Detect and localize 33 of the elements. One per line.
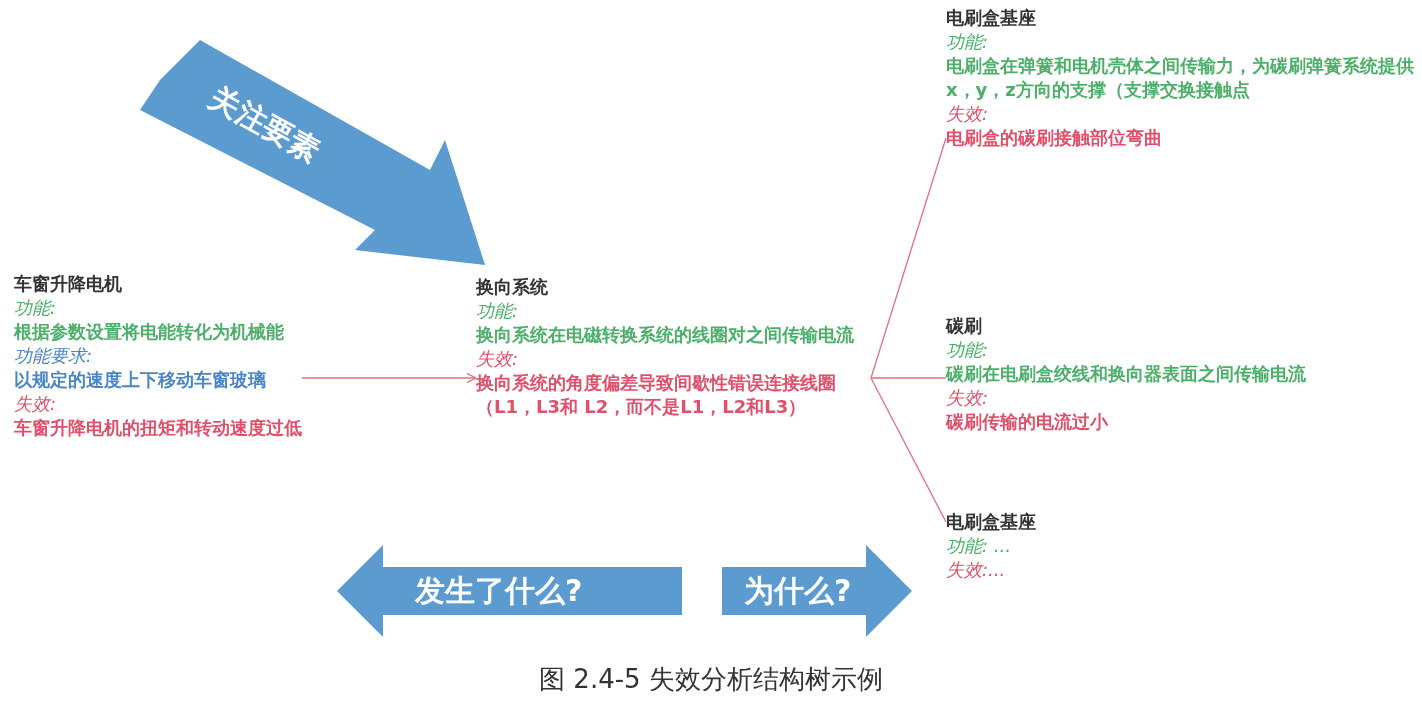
- description-text: 根据参数设置将电能转化为机械能: [14, 320, 285, 344]
- arrow-label: 关注要素: [203, 78, 327, 171]
- section-label: 功能:: [946, 338, 990, 362]
- description-text: 换向系统的角度偏差导致间歇性错误连接线圈（L1，L3和 L2，而不是L1，L2和L3）: [476, 371, 837, 419]
- node-title: 电刷盒基座: [946, 6, 1037, 30]
- node-title: 电刷盒基座: [946, 510, 1036, 534]
- connector-line: [870, 377, 947, 379]
- connector-line: [870, 377, 947, 523]
- section-label: 失效:: [946, 386, 990, 410]
- section-label: 功能:: [14, 296, 58, 320]
- figure-caption: 图 2.4-5 失效分析结构树示例: [539, 663, 883, 696]
- section-label: 功能:: [946, 30, 990, 54]
- arrow-label: 发生了什么?: [415, 572, 583, 610]
- section-label: 功能: ...: [946, 534, 1012, 558]
- node-title: 车窗升降电机: [14, 272, 123, 296]
- description-text: 换向系统在电磁转换系统的线圈对之间传输电流: [476, 323, 855, 347]
- section-label: 失效:...: [946, 558, 1007, 582]
- description-text: 电刷盒在弹簧和电机壳体之间传输力，为碳刷弹簧系统提供x，y，z方向的支撑（支撑交换接触点: [946, 54, 1415, 102]
- section-label: 失效:: [946, 102, 990, 126]
- node-title: 碳刷: [946, 314, 983, 338]
- node-title: 换向系统: [476, 275, 549, 299]
- section-label: 失效:: [14, 392, 58, 416]
- description-text: 碳刷在电刷盒绞线和换向器表面之间传输电流: [946, 362, 1306, 386]
- connector-line: [870, 137, 947, 379]
- section-label: 失效:: [476, 347, 520, 371]
- section-label: 功能:: [476, 299, 520, 323]
- description-text: 电刷盒的碳刷接触部位弯曲: [946, 126, 1163, 150]
- description-text: 以规定的速度上下移动车窗玻璃: [14, 368, 267, 392]
- arrow: [301, 372, 477, 384]
- arrow-label: 为什么?: [744, 572, 852, 610]
- section-label: 功能要求:: [14, 344, 94, 368]
- description-text: 车窗升降电机的扭矩和转动速度过低: [14, 416, 302, 440]
- description-text: 碳刷传输的电流过小: [946, 410, 1109, 434]
